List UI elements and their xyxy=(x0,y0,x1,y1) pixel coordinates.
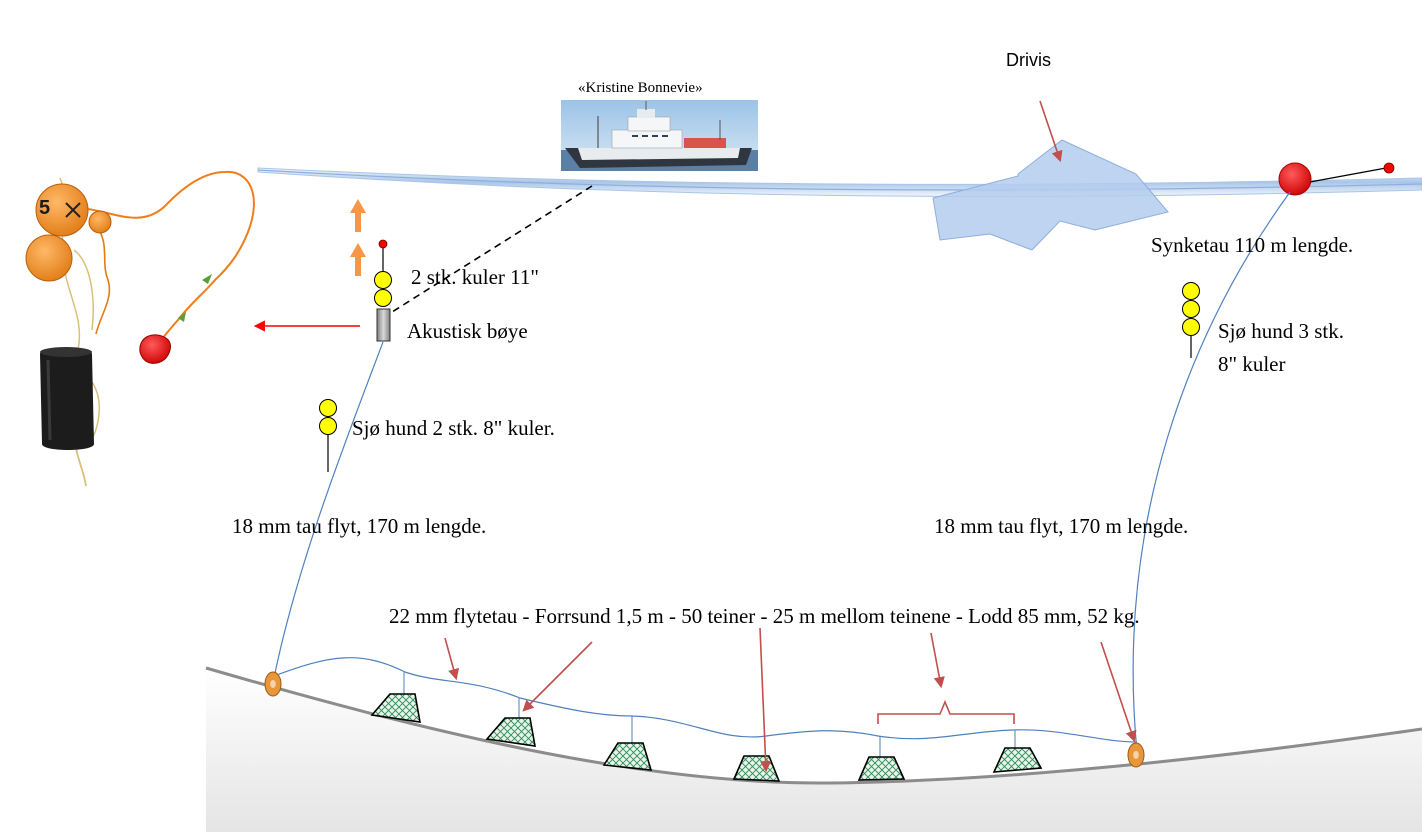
surface-buoy-flag-tip xyxy=(1383,162,1395,174)
ship-name-label: «Kristine Bonnevie» xyxy=(578,80,703,96)
drift-ice-pointer xyxy=(1039,100,1063,163)
trap xyxy=(370,693,421,723)
ship-photo xyxy=(561,100,758,171)
seadog-left-label: Sjø hund 2 stk. 8" kuler. xyxy=(352,416,555,440)
rope-right xyxy=(1132,191,1291,753)
buoy-balls-label: 2 stk. kuler 11" xyxy=(411,265,539,289)
rope-left xyxy=(273,341,384,679)
buoy-float-ball xyxy=(374,289,392,307)
trap xyxy=(992,747,1043,773)
drift-ice-shape xyxy=(932,139,1169,251)
rope-right-label: 18 mm tau flyt, 170 m lengde. xyxy=(934,514,1189,538)
buoy-flag-tip xyxy=(378,239,388,249)
trap xyxy=(602,742,653,771)
seadog-right-ball xyxy=(1182,318,1200,336)
seadog-right-ball xyxy=(1182,300,1200,318)
seadog-right-ball xyxy=(1182,282,1200,300)
sink-rope-label: Synketau 110 m lengde. xyxy=(1151,233,1354,257)
buoy-gear-photo xyxy=(25,170,255,487)
sea-surface-line xyxy=(257,169,1422,191)
trap xyxy=(485,717,536,747)
rope-left-label: 18 mm tau flyt, 170 m lengde. xyxy=(232,514,487,538)
groundline-pointers xyxy=(444,627,1137,773)
spacing-brace xyxy=(877,699,1015,724)
seadog-left-ball xyxy=(319,417,337,435)
trap xyxy=(732,755,781,782)
buoy-float-ball xyxy=(374,271,392,289)
seadog-left-ball xyxy=(319,399,337,417)
surface-buoy-red xyxy=(1278,162,1312,196)
buoy-ball-number: 5 xyxy=(39,197,51,219)
lift-arrows xyxy=(350,199,366,276)
seabed-line xyxy=(205,666,1422,785)
seadog-right-label-line1: Sjø hund 3 stk. xyxy=(1218,319,1345,343)
sea-surface xyxy=(257,167,1422,197)
trap xyxy=(857,756,906,781)
groundline-label: 22 mm flytetau - Forrsund 1,5 m - 50 tei… xyxy=(389,604,1140,628)
acoustic-link-dashed xyxy=(391,185,593,313)
seabed xyxy=(206,668,1422,832)
acoustic-buoy-label: Akustisk bøye xyxy=(407,319,528,343)
ground-line xyxy=(273,657,1138,743)
seadog-right-label-line2: 8" kuler xyxy=(1218,352,1286,376)
acoustic-buoy-body xyxy=(376,308,391,342)
drift-ice-label: Drivis xyxy=(1006,50,1051,70)
